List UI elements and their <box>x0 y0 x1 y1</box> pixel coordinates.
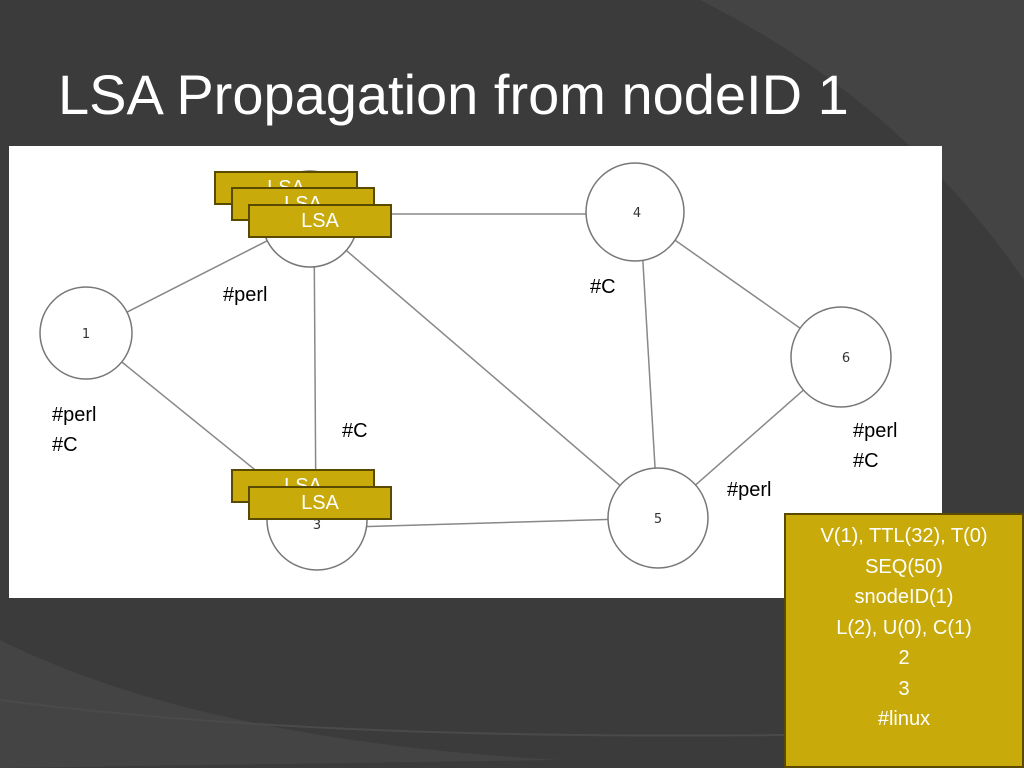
tag-node-4: #C <box>590 276 616 298</box>
lsa-packet: LSA <box>248 204 392 238</box>
node-5-label: 5 <box>654 512 662 527</box>
network-diagram: 1 2 3 4 5 6 #perl #C #perl #C #C #perl #… <box>9 146 942 598</box>
tag-node-5: #perl <box>727 479 772 501</box>
edge-4-5 <box>639 211 659 519</box>
tag-node-3: #C <box>342 420 368 442</box>
lsa-field-seq: SEQ(50) <box>865 555 943 578</box>
lsa-field-interest: #linux <box>877 708 931 730</box>
lsa-field-header: V(1), TTL(32), T(0) <box>820 525 988 547</box>
node-5: 5 <box>607 467 709 569</box>
node-3-label: 3 <box>313 518 321 533</box>
node-1: 1 <box>39 286 133 380</box>
lsa-field-flags: L(2), U(0), C(1) <box>836 616 972 639</box>
slide-title: LSA Propagation from nodeID 1 <box>58 63 849 126</box>
tag-node-6: #perl #C <box>853 420 898 472</box>
lsa-packet: LSA <box>248 486 392 520</box>
lsa-field-snodeid: snodeID(1) <box>854 586 954 608</box>
node-6: 6 <box>790 306 892 408</box>
edge-2-5 <box>311 220 659 519</box>
network-graph: 1 2 3 4 5 6 <box>39 162 892 571</box>
node-4-label: 4 <box>633 206 641 221</box>
lsa-field-link-1: 2 <box>898 647 910 669</box>
tag-node-2: #perl <box>223 284 268 306</box>
edge-3-5 <box>316 517 659 529</box>
node-4: 4 <box>585 162 685 262</box>
node-1-label: 1 <box>82 327 90 342</box>
tag-node-1: #perl #C <box>52 404 97 456</box>
lsa-message-box: V(1), TTL(32), T(0) SEQ(50) snodeID(1) L… <box>784 513 1024 768</box>
lsa-field-link-2: 3 <box>898 677 910 700</box>
node-6-label: 6 <box>842 351 850 366</box>
